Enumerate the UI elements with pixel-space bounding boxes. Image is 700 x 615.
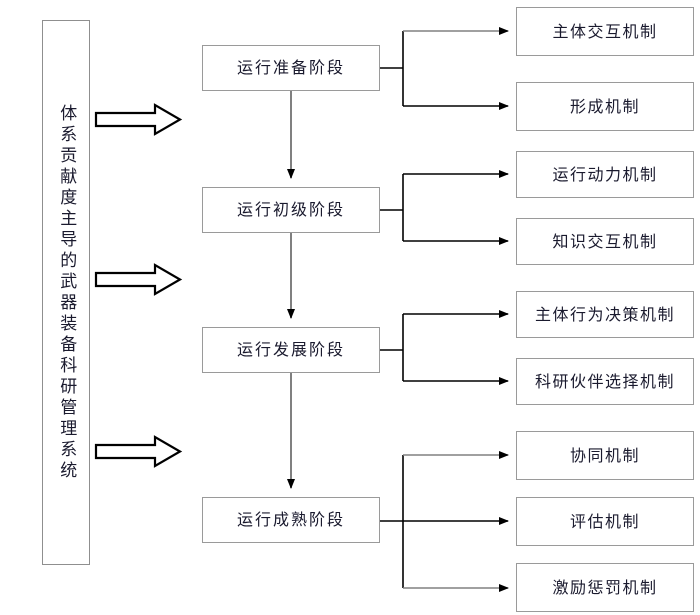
stage-box-preparation[interactable]: 运行准备阶段 [202,45,380,91]
mechanism-label-research-partner-selection: 科研伙伴选择机制 [534,371,675,391]
block-arrow-1 [94,103,183,136]
stage-box-development[interactable]: 运行发展阶段 [202,327,380,373]
system-title-label: 体系贡献度主导的武器装备科研管理系统 [56,103,77,482]
stage-box-mature[interactable]: 运行成熟阶段 [202,497,380,543]
stage-label-primary: 运行初级阶段 [236,200,345,220]
branch-group-1 [380,27,509,110]
mechanism-label-knowledge-interaction: 知识交互机制 [552,231,658,251]
system-title-box: 体系贡献度主导的武器装备科研管理系统 [42,20,90,565]
branch-group-4 [380,451,509,592]
stage-label-development: 运行发展阶段 [236,340,345,360]
branch-group-3 [380,310,509,385]
mechanism-label-subject-behavior-decision: 主体行为决策机制 [534,304,675,324]
block-arrow-2 [94,263,183,296]
stage-label-preparation: 运行准备阶段 [236,58,345,78]
mechanism-box-subject-behavior-decision[interactable]: 主体行为决策机制 [516,291,694,338]
mechanism-box-incentive-punishment[interactable]: 激励惩罚机制 [516,563,694,612]
mechanism-label-subject-interaction: 主体交互机制 [552,21,658,41]
mechanism-label-collaboration: 协同机制 [569,445,640,465]
mechanism-box-knowledge-interaction[interactable]: 知识交互机制 [516,218,694,265]
mechanism-label-incentive-punishment: 激励惩罚机制 [552,577,658,597]
mechanism-box-collaboration[interactable]: 协同机制 [516,431,694,480]
mechanism-box-research-partner-selection[interactable]: 科研伙伴选择机制 [516,358,694,405]
mechanism-box-formation[interactable]: 形成机制 [516,82,694,131]
branch-group-2 [380,170,509,245]
mechanism-box-subject-interaction[interactable]: 主体交互机制 [516,7,694,56]
mechanism-label-evaluation: 评估机制 [569,511,640,531]
mechanism-box-operation-power[interactable]: 运行动力机制 [516,151,694,198]
stage-box-primary[interactable]: 运行初级阶段 [202,187,380,233]
stage-label-mature: 运行成熟阶段 [236,510,345,530]
mechanism-label-formation: 形成机制 [569,96,640,116]
block-arrow-3 [94,435,183,468]
mechanism-box-evaluation[interactable]: 评估机制 [516,497,694,546]
mechanism-label-operation-power: 运行动力机制 [552,164,658,184]
